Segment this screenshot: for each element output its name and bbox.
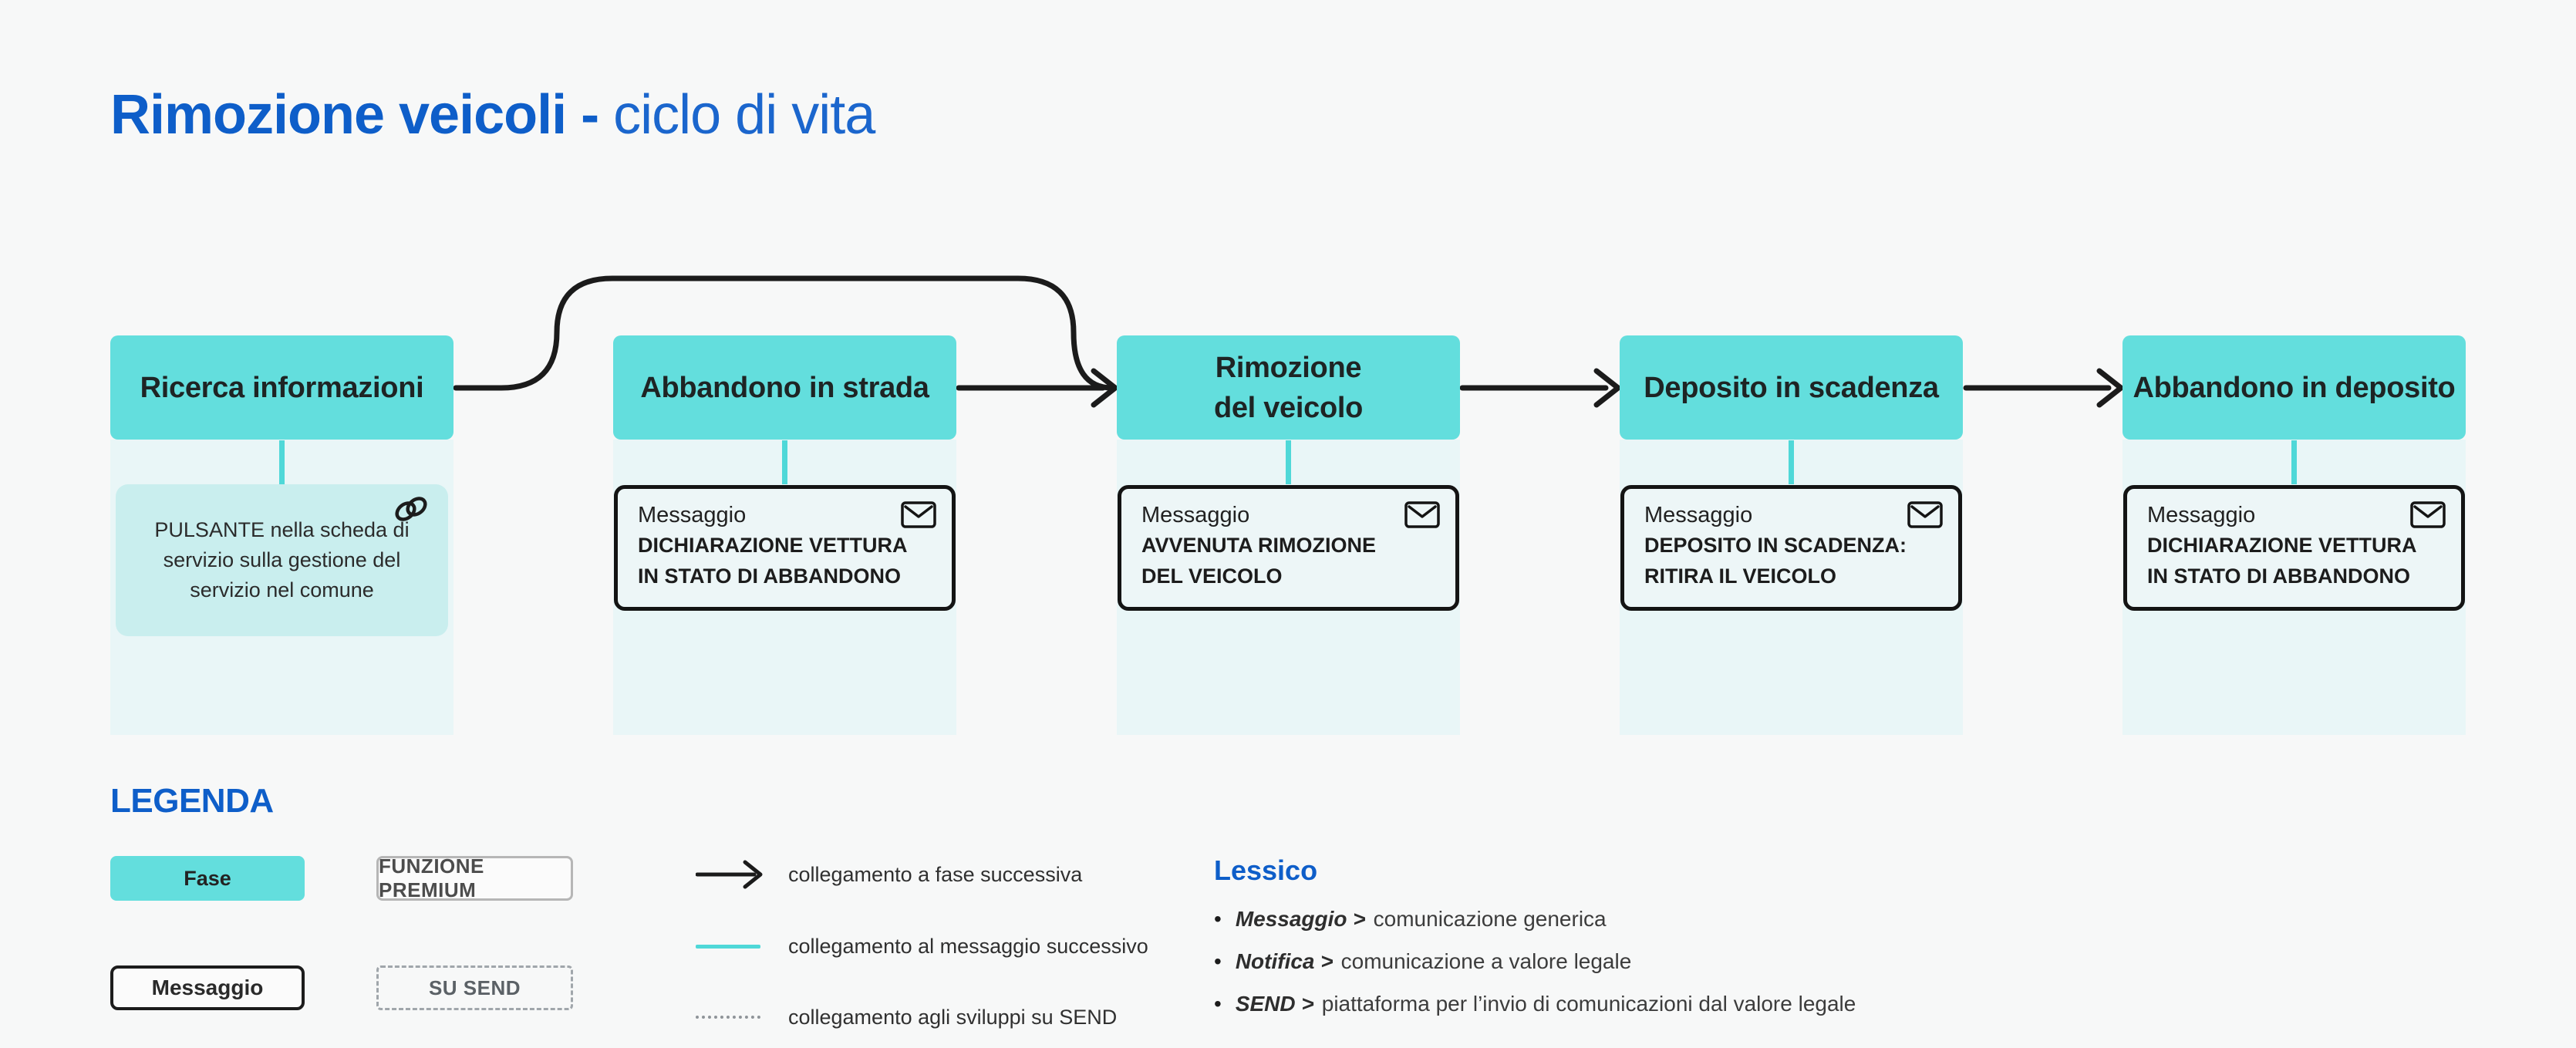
phase-box-abbandono-in-strada: Abbandono in strada [613, 335, 956, 440]
teal-line-icon [696, 944, 773, 949]
message-kind: Messaggio [638, 503, 747, 527]
legend-line-label: collegamento al messaggio successivo [788, 934, 1148, 958]
message-kind: Messaggio [1141, 503, 1250, 527]
legend-funzione-premium-box: FUNZIONE PREMIUM [376, 854, 573, 901]
link-icon [395, 497, 427, 521]
premium-attachment-box: PULSANTE nella scheda di servizio sulla … [116, 484, 448, 636]
lessico-definition: comunicazione a valore legale [1340, 949, 1632, 973]
phase-label-line2: del veicolo [1213, 391, 1364, 424]
message-title-line1: DICHIARAZIONE VETTURA [2147, 534, 2417, 557]
bullet-icon: • [1214, 949, 1222, 973]
legend-line-messaggio-successivo: collegamento al messaggio successivo [696, 929, 1148, 963]
message-kind: Messaggio [1644, 503, 1753, 527]
lessico-definition: piattaforma per l’invio di comunicazioni… [1321, 992, 1856, 1016]
column-ricerca-informazioni: Ricerca informazioni PULSANTE nella sche… [110, 0, 453, 771]
message-box: Messaggio DICHIARAZIONE VETTURA IN STATO… [614, 485, 956, 611]
page-title-suffix: ciclo di vita [598, 84, 875, 146]
lessico-item-notifica: • Notifica > comunicazione a valore lega… [1214, 949, 1856, 974]
arrowhead-phase3 [1091, 368, 1118, 408]
lessico-heading: Lessico [1214, 854, 1318, 886]
message-title-line2: IN STATO DI ABBANDONO [2147, 564, 2410, 588]
teal-connector [1286, 440, 1291, 484]
phase-label: Ricerca informazioni [140, 371, 424, 404]
phase-box-abbandono-in-deposito: Abbandono in deposito [2123, 335, 2466, 440]
phase-label: Abbandono in strada [640, 371, 929, 404]
lessico-list: • Messaggio > comunicazione generica • N… [1214, 907, 1856, 1034]
black-arrow-icon [696, 858, 773, 891]
phase-label: Rimozione [1215, 351, 1362, 384]
legend-messaggio-box: Messaggio [110, 965, 305, 1010]
message-title-line1: AVVENUTA RIMOZIONE [1141, 534, 1377, 557]
envelope-icon [901, 501, 936, 528]
phase-box-ricerca-informazioni: Ricerca informazioni [110, 335, 453, 440]
arrowhead-phase4 [1593, 368, 1621, 408]
message-box: Messaggio DICHIARAZIONE VETTURA IN STATO… [2123, 485, 2465, 611]
message-kind: Messaggio [2147, 503, 2256, 527]
legend-line-label: collegamento agli sviluppi su SEND [788, 1005, 1118, 1029]
bullet-icon: • [1214, 992, 1222, 1016]
message-box: Messaggio DEPOSITO IN SCADENZA: RITIRA I… [1620, 485, 1962, 611]
column-deposito-in-scadenza: Deposito in scadenza Messaggio DEPOSITO … [1620, 0, 1963, 771]
page-title: Rimozione veicoli - ciclo di vita [110, 83, 875, 147]
lessico-term: Messaggio > [1235, 907, 1366, 931]
legend-su-send-box: SU SEND [376, 965, 573, 1010]
column-abbandono-in-strada: Abbandono in strada Messaggio DICHIARAZI… [613, 0, 956, 771]
lessico-definition: comunicazione generica [1373, 907, 1607, 931]
envelope-icon [1404, 501, 1440, 528]
legend-heading: LEGENDA [110, 782, 274, 820]
teal-connector [2291, 440, 2297, 484]
legend-line-fase-successiva: collegamento a fase successiva [696, 858, 1082, 891]
message-title-line1: DEPOSITO IN SCADENZA: [1644, 534, 1907, 557]
teal-connector [782, 440, 787, 484]
page-title-service: Rimozione veicoli - [110, 84, 599, 146]
message-box: Messaggio AVVENUTA RIMOZIONE DEL VEICOLO [1118, 485, 1459, 611]
phase-box-rimozione-del-veicolo: Rimozione del veicolo [1117, 335, 1460, 440]
column-rimozione-del-veicolo: Rimozione del veicolo Messaggio AVVENUTA… [1117, 0, 1460, 771]
dotted-line-icon [696, 1016, 773, 1019]
lessico-term: SEND > [1235, 992, 1314, 1016]
teal-connector [279, 440, 285, 484]
envelope-icon [2410, 501, 2446, 528]
legend-line-label: collegamento a fase successiva [788, 862, 1083, 886]
phase-label: Abbandono in deposito [2133, 371, 2456, 404]
lessico-term: Notifica > [1235, 949, 1334, 973]
phase-box-deposito-in-scadenza: Deposito in scadenza [1620, 335, 1963, 440]
message-title-line2: DEL VEICOLO [1141, 564, 1283, 588]
arrowhead-phase5 [2096, 368, 2124, 408]
teal-connector [1789, 440, 1794, 484]
lessico-item-messaggio: • Messaggio > comunicazione generica [1214, 907, 1856, 932]
lessico-item-send: • SEND > piattaforma per l’invio di comu… [1214, 992, 1856, 1016]
message-title-line2: RITIRA IL VEICOLO [1644, 564, 1837, 588]
message-title-line1: DICHIARAZIONE VETTURA [638, 534, 908, 557]
legend-fase-box: Fase [110, 856, 305, 901]
phase-label: Deposito in scadenza [1644, 371, 1939, 404]
premium-attachment-text: PULSANTE nella scheda di servizio sulla … [154, 518, 410, 602]
message-title-line2: IN STATO DI ABBANDONO [638, 564, 901, 588]
bullet-icon: • [1214, 907, 1222, 931]
envelope-icon [1907, 501, 1943, 528]
column-abbandono-in-deposito: Abbandono in deposito Messaggio DICHIARA… [2123, 0, 2466, 771]
legend-line-sviluppi-send: collegamento agli sviluppi su SEND [696, 1000, 1117, 1034]
